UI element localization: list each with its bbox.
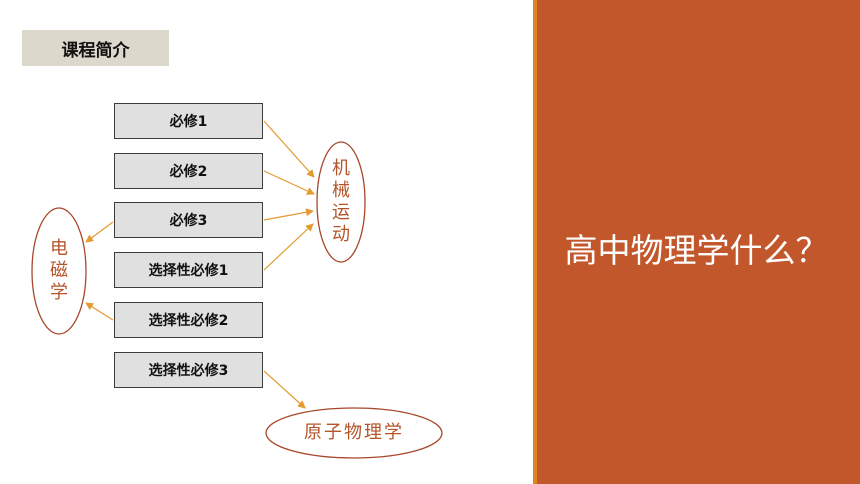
- mechanics-label: 机 械 运 动: [317, 152, 365, 252]
- atomic-physics-label: 原子物理学: [304, 422, 404, 443]
- electromagnetism-label: 电 磁 学: [32, 233, 86, 309]
- mechanics-char: 机: [332, 158, 350, 179]
- arrow-course3-mechanics: [263, 208, 314, 221]
- course-box-elective-1: 选择性必修1: [114, 252, 263, 288]
- atomic-physics-ellipse: [265, 407, 443, 459]
- relation-arrows: [31, 120, 443, 459]
- electromagnetism-char: 电: [50, 238, 68, 259]
- mechanics-char: 动: [332, 224, 350, 245]
- course-box-elective-2: 选择性必修2: [114, 302, 263, 338]
- electromagnetism-ellipse: [31, 207, 87, 335]
- course-box-compulsory-2: 必修2: [114, 153, 263, 189]
- arrow-elective3-atomic: [263, 370, 306, 409]
- course-box-compulsory-3: 必修3: [114, 202, 263, 238]
- right-title-panel: 高中物理学什么？: [533, 0, 860, 484]
- arrow-elective2-electromagnetism: [85, 302, 114, 321]
- mechanics-char: 运: [332, 202, 350, 223]
- mechanics-char: 械: [332, 180, 350, 201]
- panel-title: 高中物理学什么？: [564, 231, 829, 270]
- section-title-tag: 课程简介: [22, 30, 169, 66]
- arrow-course2-mechanics: [263, 170, 315, 195]
- panel-edge-stripe: [533, 0, 537, 484]
- arrow-course1-mechanics: [263, 120, 315, 178]
- mechanics-ellipse: [316, 141, 366, 263]
- arrow-elective1-mechanics: [263, 223, 314, 271]
- electromagnetism-char: 学: [50, 282, 68, 303]
- electromagnetism-char: 磁: [50, 260, 68, 281]
- course-box-elective-3: 选择性必修3: [114, 352, 263, 388]
- course-box-compulsory-1: 必修1: [114, 103, 263, 139]
- arrow-course3-electromagnetism: [85, 221, 114, 243]
